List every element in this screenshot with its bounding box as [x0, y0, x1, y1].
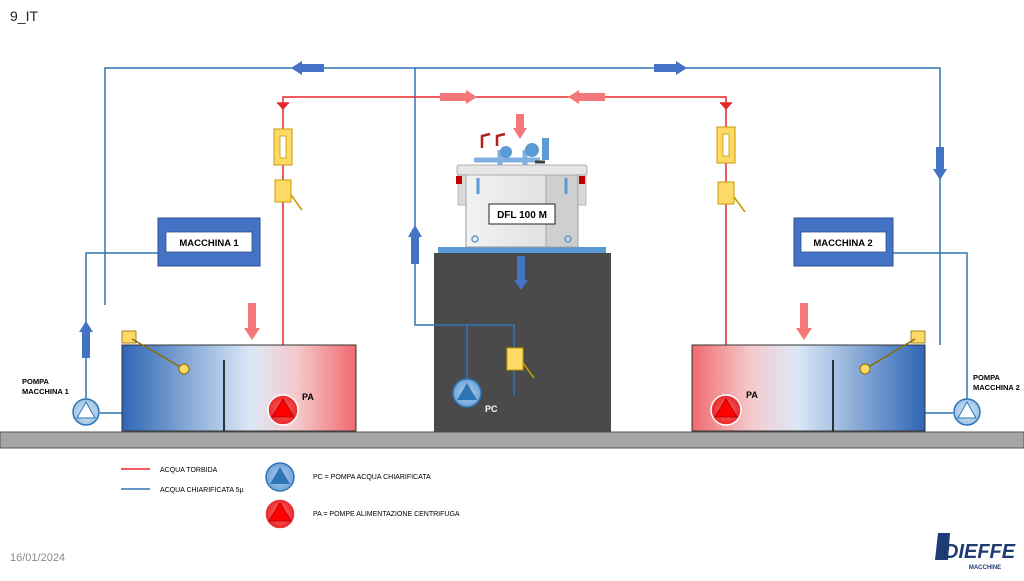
pump-machine-2 — [953, 398, 981, 426]
arrow-blue-up-left — [79, 321, 93, 358]
dieffe-logo: DIEFFE MACCHINE — [935, 533, 1016, 571]
legend-pa-desc: PA = POMPE ALIMENTAZIONE CENTRIFUGA — [313, 511, 460, 518]
valve-right — [720, 103, 732, 110]
pump-machine-1 — [72, 398, 100, 426]
dfl-unit-label: DFL 100 M — [497, 210, 547, 221]
legend-turbid-label: ACQUA TORBIDA — [160, 467, 218, 474]
legend-pa-icon — [264, 498, 296, 530]
turbid-water-pipes — [282, 96, 727, 395]
machine-2-box: MACCHINA 2 — [793, 217, 894, 267]
legend-clarified-label: ACQUA CHIARIFICATA 5µ — [160, 487, 244, 494]
pump-2-label-line1: POMPA — [973, 373, 1001, 382]
arrow-red-down-left — [244, 303, 260, 340]
pump-1-label-line2: MACCHINA 1 — [22, 387, 69, 396]
pa-label-left: PA — [302, 392, 314, 402]
float-switch-center — [506, 347, 535, 379]
legend-pc-desc: PC = POMPA ACQUA CHIARIFICATA — [313, 474, 431, 481]
slide-title: 9_IT — [10, 8, 39, 24]
arrow-blue-down-right — [933, 147, 947, 180]
pump-pa-left — [267, 394, 299, 426]
legend: ACQUA TORBIDA ACQUA CHIARIFICATA 5µ PC =… — [121, 462, 460, 530]
pump-1-label-line1: POMPA — [22, 377, 50, 386]
arrow-red-left — [568, 90, 605, 104]
float-switch-left — [274, 179, 303, 211]
arrow-blue-left — [291, 61, 324, 75]
legend-pc-icon — [265, 462, 295, 492]
machine-2-label: MACCHINA 2 — [813, 238, 872, 249]
unit-base-plate — [438, 247, 606, 253]
logo-sub: MACCHINE — [969, 565, 1001, 571]
pump-2-label-line2: MACCHINA 2 — [973, 383, 1020, 392]
floor — [0, 431, 1024, 449]
pump-pa-right — [710, 394, 742, 426]
filter-right — [716, 126, 736, 164]
filter-left — [273, 128, 293, 166]
machine-1-box: MACCHINA 1 — [157, 217, 261, 267]
arrow-blue-up-center — [408, 225, 422, 264]
arrow-red-down-center — [513, 114, 527, 139]
arrow-red-right — [440, 90, 477, 104]
machine-1-label: MACCHINA 1 — [179, 238, 239, 249]
pump-pc — [452, 378, 482, 408]
arrow-blue-down-pedestal — [514, 256, 528, 290]
float-switch-right — [717, 181, 746, 213]
arrow-blue-right — [654, 61, 687, 75]
pa-label-right: PA — [746, 390, 758, 400]
pc-label: PC — [485, 404, 498, 414]
arrow-red-down-right — [796, 303, 812, 340]
slide-date: 16/01/2024 — [10, 552, 66, 564]
tank-left — [121, 330, 357, 432]
valve-left — [277, 103, 289, 110]
logo-brand: DIEFFE — [944, 541, 1016, 563]
flow-arrows — [79, 61, 947, 358]
dfl-unit: DFL 100 M — [456, 132, 588, 248]
